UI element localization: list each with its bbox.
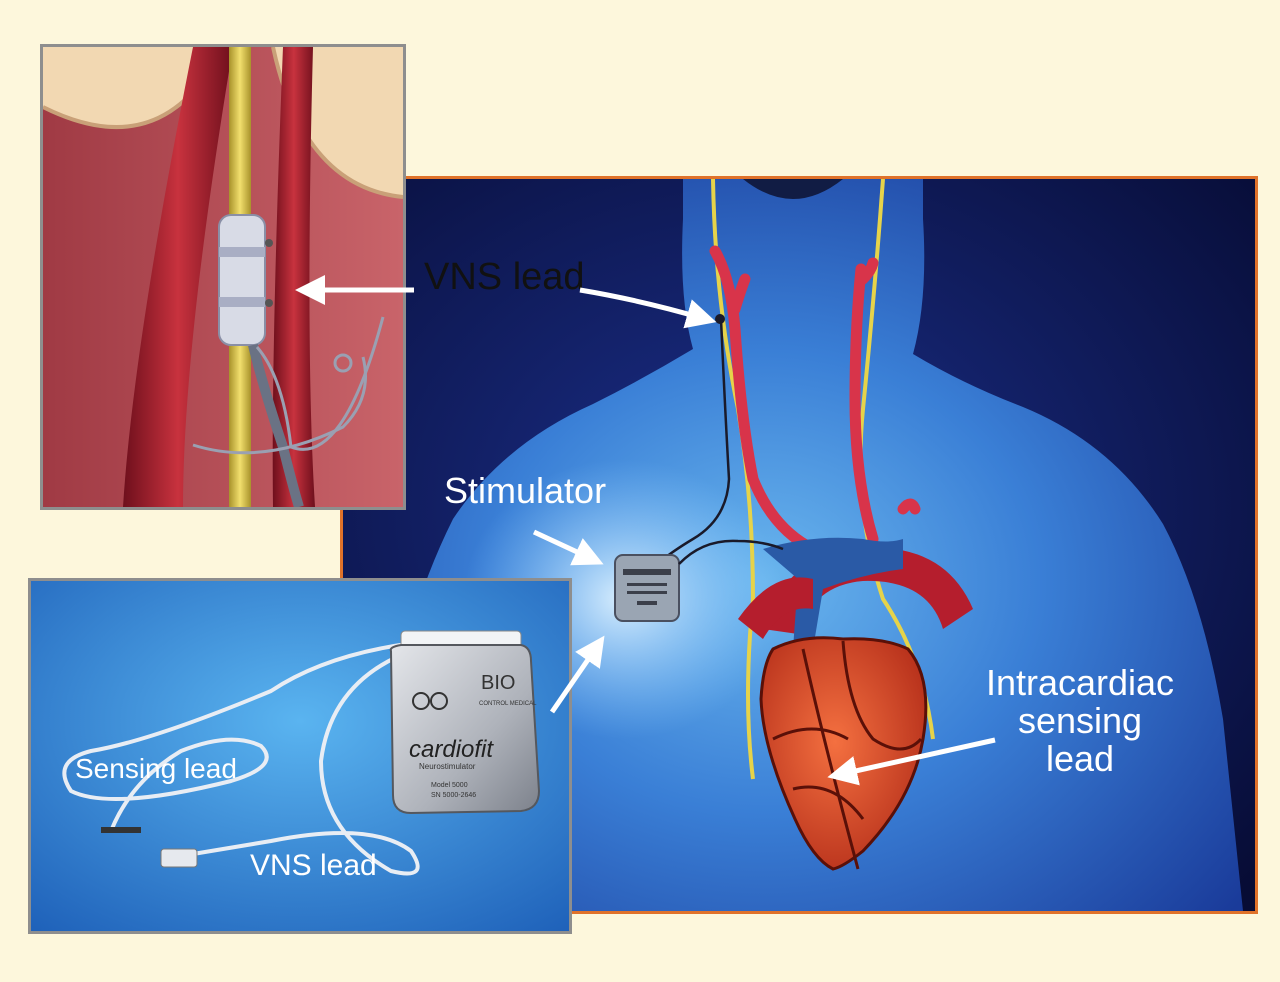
surgical-inset-panel [40, 44, 406, 510]
label-vns-lead-bottom: VNS lead [250, 849, 377, 882]
device-brand-top: BIO [481, 672, 515, 694]
jugular-vein [123, 47, 233, 507]
vns-electrode [715, 314, 725, 324]
arrow-intracardiac-lead [827, 737, 996, 786]
heart [759, 636, 928, 871]
carotid-artery [272, 47, 315, 507]
lead-body [248, 343, 304, 507]
label-intracardiac-line1: Intracardiac [985, 662, 1175, 703]
device-photo-panel: BIO CONTROL MEDICAL cardiofit Neurostimu… [28, 578, 572, 934]
surgical-illustration [43, 47, 403, 507]
device-product: cardiofit [409, 736, 494, 763]
intracardiac-lead-wire [678, 539, 784, 565]
label-intracardiac-line3: lead [1045, 737, 1115, 779]
device-product-sub: Neurostimulator [419, 762, 476, 771]
carotid-arteries [709, 245, 921, 555]
device-serial: SN 5000-2646 [431, 792, 476, 799]
device-photo: BIO CONTROL MEDICAL cardiofit Neurostimu… [31, 581, 569, 931]
device-brand-sub: CONTROL MEDICAL [479, 701, 537, 707]
pulmonary-artery [738, 577, 813, 639]
label-intracardiac-line2: sensing [1017, 699, 1143, 741]
device-leads [62, 639, 432, 876]
lead-loop [255, 316, 385, 451]
hair [743, 179, 843, 199]
cardiofit-device: BIO CONTROL MEDICAL cardiofit Neurostimu… [389, 630, 541, 815]
sensing-lead-tip [101, 827, 141, 833]
vns-lead-wire [660, 318, 731, 562]
stimulator-device [614, 554, 680, 622]
arrow-photo-to-stimulator [549, 635, 605, 714]
heart-chamber-lines [772, 640, 923, 870]
vns-cuff-electrode [218, 214, 273, 346]
arrow-stimulator-label [532, 529, 604, 566]
label-vns-lead-top: VNS lead [424, 256, 585, 298]
arrow-vns-to-neck [579, 287, 717, 329]
label-intracardiac-sensing-lead: Intracardiac sensing lead [980, 664, 1180, 777]
device-model: Model 5000 [431, 782, 468, 789]
superior-vena-cava [763, 537, 903, 649]
label-stimulator: Stimulator [444, 470, 607, 511]
label-sensing-lead: Sensing lead [75, 753, 237, 784]
lead-connector [160, 848, 198, 868]
